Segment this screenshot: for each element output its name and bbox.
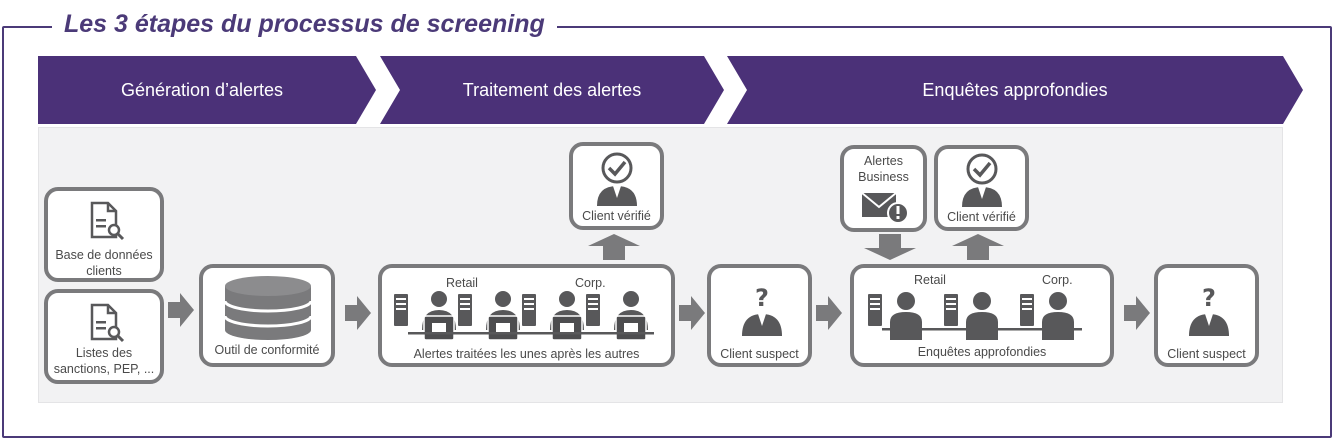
lists-label-line2: sanctions, PEP, ... (53, 362, 155, 376)
client-verified-label: Client vérifié (947, 210, 1016, 224)
processing-caption: Alertes traitées les unes après les autr… (413, 347, 640, 361)
svg-text:?: ? (755, 284, 769, 312)
business-alerts-box: Alertes Business (840, 145, 927, 232)
corp-label: Corp. (575, 276, 606, 290)
compliance-tool-box: Outil de conformité (199, 264, 335, 367)
verified-person-icon (962, 153, 1002, 207)
client-suspect-label: Client suspect (1167, 347, 1246, 361)
database-icon (223, 276, 313, 340)
outer-frame (2, 26, 1332, 438)
suspect-person-icon: ? (742, 284, 782, 336)
arrow-up-icon (952, 234, 1004, 260)
business-alerts-line1: Alertes (864, 154, 903, 168)
arrow-right-icon (816, 296, 842, 330)
client-verified-box: Client vérifié (569, 142, 664, 230)
business-alerts-line2: Business (858, 170, 909, 184)
suspect-person-icon: ? (1189, 284, 1229, 336)
analysts-workstations-icon (394, 291, 654, 341)
client-verified-label: Client vérifié (582, 209, 651, 223)
arrow-right-icon (345, 296, 371, 330)
verified-person-icon (597, 152, 637, 206)
page-title: Les 3 étapes du processus de screening (52, 8, 557, 40)
source-database-box: Base de données clients (44, 187, 164, 282)
source-lists-box: Listes des sanctions, PEP, ... (44, 289, 164, 384)
stage-chevron-generation: Génération d’alertes (38, 56, 376, 124)
document-search-icon (90, 303, 125, 343)
arrow-up-icon (588, 234, 640, 260)
investigators-workstations-icon (868, 292, 1082, 340)
investigation-box: Retail Corp. Enquêtes approfondies (850, 264, 1114, 367)
stage-chevron-processing: Traitement des alertes (380, 56, 724, 124)
stage-label: Enquêtes approfondies (922, 79, 1108, 100)
database-label-line1: Base de données (55, 248, 153, 262)
compliance-tool-label: Outil de conformité (214, 343, 320, 357)
database-label-line2: clients (86, 264, 122, 278)
arrow-right-icon (679, 296, 705, 330)
retail-label: Retail (446, 276, 478, 290)
client-verified-box: Client vérifié (934, 145, 1029, 231)
stage-label: Traitement des alertes (462, 79, 642, 100)
arrow-right-icon (168, 293, 194, 327)
mail-alert-icon (862, 192, 909, 223)
alert-processing-box: Retail Corp. Alertes traitées les unes a… (378, 264, 675, 367)
client-suspect-box: ? Client suspect (1154, 264, 1259, 367)
corp-label: Corp. (1042, 273, 1073, 287)
investigation-caption: Enquêtes approfondies (917, 345, 1047, 359)
document-search-icon (90, 201, 125, 241)
retail-label: Retail (914, 273, 946, 287)
client-suspect-label: Client suspect (720, 347, 799, 361)
client-suspect-box: ? Client suspect (707, 264, 812, 367)
stage-label: Génération d’alertes (120, 79, 284, 100)
lists-label-line1: Listes des (75, 346, 133, 360)
arrow-right-icon (1124, 296, 1150, 330)
svg-text:?: ? (1202, 284, 1216, 312)
stage-chevron-investigation: Enquêtes approfondies (727, 56, 1303, 124)
arrow-down-icon (864, 234, 916, 260)
